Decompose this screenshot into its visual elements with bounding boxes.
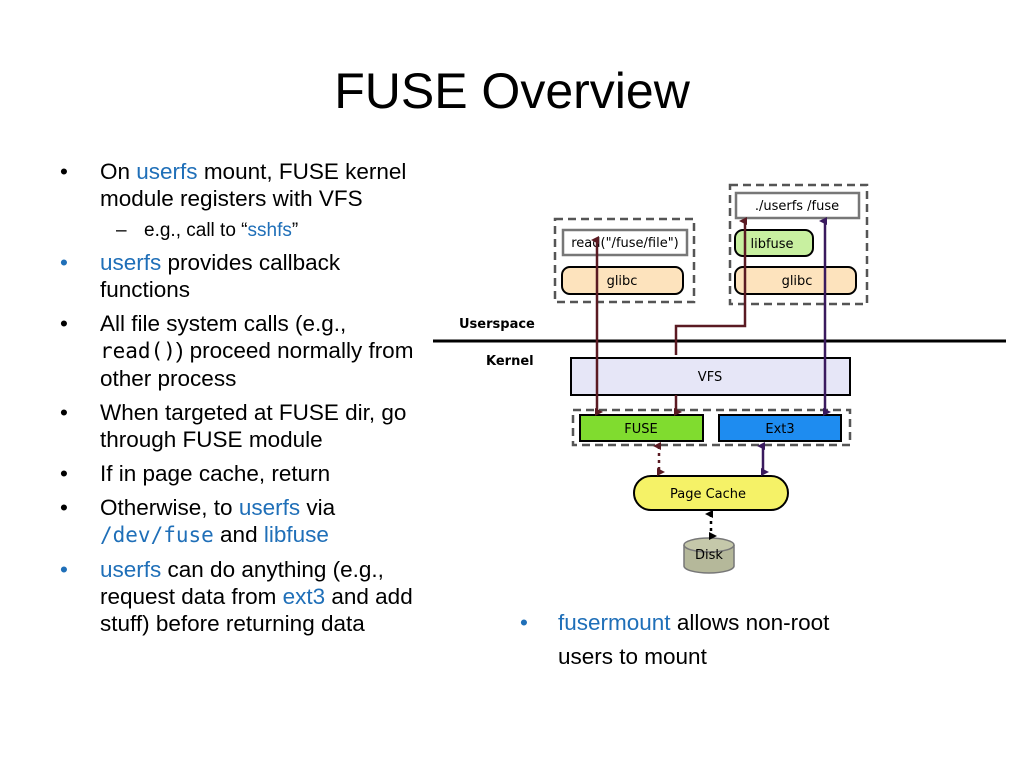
sub-bullet-dash: – [116, 220, 127, 241]
text-span: If in page cache, return [100, 461, 331, 486]
glibc-right-label: glibc [782, 274, 813, 289]
text-span: ) proceed normally from other process [100, 338, 414, 391]
bullet-dot: • [520, 610, 528, 635]
arrow-vfs-to-userfs [674, 217, 747, 355]
bullet-dot: • [60, 461, 68, 486]
libfuse-box [734, 229, 814, 257]
text-span: ” [291, 220, 299, 241]
text-span: allows non-root users to mount [558, 610, 830, 669]
bullet-dot: • [60, 400, 68, 425]
bullet-item: • On userfs mount, FUSE kernel module reg… [60, 158, 430, 212]
bullet-dot: • [60, 557, 68, 582]
bullet-dot: • [60, 495, 68, 520]
bullet-dot: • [60, 159, 68, 184]
highlighted-term: userfs [100, 557, 162, 582]
bullet-item: • userfs can do anything (e.g., request d… [60, 556, 430, 637]
highlighted-term: libfuse [263, 522, 329, 547]
text-span: On [100, 159, 137, 184]
bullet-item: • All file system calls (e.g., read()) pr… [60, 310, 430, 392]
bullet-item: •Otherwise, to userfs via /dev/fuse and … [60, 494, 430, 549]
highlighted-term: userfs [100, 250, 162, 275]
bullet-item: • If in page cache, return [60, 460, 430, 487]
slide-title: FUSE Overview [334, 63, 690, 119]
userfs-cmd-label: ./userfs /fuse [755, 199, 839, 214]
text-span: provides callback functions [100, 250, 341, 302]
right-process-group [728, 183, 869, 306]
fusermount-bullet: • fusermount allows non-root users to mo… [520, 606, 840, 674]
kernel-label: Kernel [486, 354, 534, 369]
highlighted-term: userfs [136, 159, 198, 184]
vfs-label: VFS [698, 370, 722, 385]
fuse-module-label: FUSE [624, 422, 657, 437]
text-span: Otherwise, to [100, 495, 239, 520]
code-text: read() [100, 339, 176, 363]
fuse-module-box [579, 414, 704, 442]
disk-label: Disk [695, 548, 723, 563]
text-span: via [300, 495, 336, 520]
fusermount-text: fusermount allows non-root users to moun… [520, 606, 840, 674]
sub-bullet: –e.g., call to “sshfs” [60, 219, 430, 243]
highlighted-term: fusermount [558, 610, 671, 635]
page-cache-label: Page Cache [670, 487, 746, 502]
text-span: e.g., call to “ [144, 220, 248, 241]
highlighted-term: ext3 [282, 584, 326, 609]
left-process-group [553, 217, 696, 304]
bullet-dot: • [60, 250, 68, 275]
text-span: and add stuff) before returning data [100, 584, 413, 636]
libfuse-label: libfuse [750, 237, 793, 252]
userspace-label: Userspace [459, 317, 535, 332]
text-span: When targeted at FUSE dir, go through FU… [100, 400, 407, 452]
highlighted-term: userfs [238, 495, 301, 520]
vfs-box [570, 357, 851, 396]
read-call-box [561, 228, 689, 257]
bullet-list: • On userfs mount, FUSE kernel module reg… [60, 158, 430, 644]
bullet-item: • userfs provides callback functions [60, 249, 430, 303]
text-span: All file system calls (e.g., [100, 311, 347, 336]
ext3-module-box [718, 414, 842, 442]
highlighted-term: /dev/fuse [100, 523, 214, 547]
highlighted-term: sshfs [247, 220, 292, 241]
bullet-dot: • [60, 311, 68, 336]
bullet-item: • When targeted at FUSE dir, go through F… [60, 399, 430, 453]
userfs-cmd-box [734, 191, 861, 220]
read-call-label: read("/fuse/file") [571, 236, 679, 251]
glibc-left-label: glibc [607, 274, 638, 289]
text-span: mount, FUSE kernel module registers with… [100, 159, 407, 211]
text-span: can do anything (e.g., request data from [100, 557, 384, 609]
ext3-module-label: Ext3 [765, 422, 794, 437]
text-span: and [213, 522, 264, 547]
